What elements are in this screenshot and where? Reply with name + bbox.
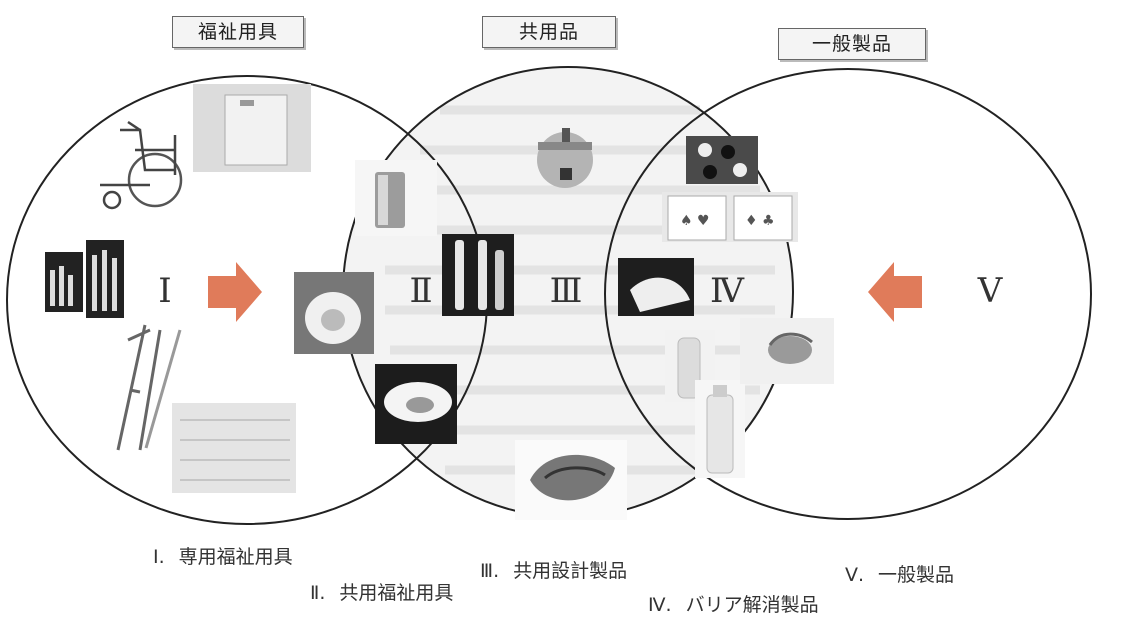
- region-label-1: Ⅰ: [158, 271, 171, 311]
- region-label-3: Ⅲ: [550, 271, 583, 311]
- legend-label-2: 共用福祉用具: [339, 582, 454, 604]
- header-shared: 共用品: [482, 16, 616, 48]
- washlet-photo: [375, 364, 457, 444]
- legend-num-5: Ⅴ.: [845, 564, 865, 586]
- legend-item-3: Ⅲ. 共用設計製品: [480, 556, 627, 583]
- toothbrush-photo: [442, 234, 514, 316]
- legend-item-5: Ⅴ. 一般製品: [845, 560, 954, 587]
- mat-photo: [172, 403, 296, 493]
- rice-cooker-photo: [537, 128, 593, 188]
- sponge-photo: [515, 440, 627, 520]
- legend-label-3: 共用設計製品: [513, 560, 628, 582]
- wheelchair-photo: [100, 120, 183, 210]
- crutches-photo: [116, 324, 182, 451]
- playing-cards-photo: ♠ ♥ ♦ ♣: [662, 192, 798, 242]
- othello-photo: [686, 136, 758, 184]
- region-label-4: Ⅳ: [710, 271, 745, 311]
- legend-num-3: Ⅲ.: [480, 560, 500, 582]
- legend-num-2: Ⅱ.: [310, 582, 326, 604]
- svg-text:♦ ♣: ♦ ♣: [745, 213, 775, 229]
- legend-item-2: Ⅱ. 共用福祉用具: [310, 578, 453, 605]
- lighter-photo: [355, 160, 437, 236]
- hand-photo: [740, 318, 834, 384]
- legend-num-4: Ⅳ.: [648, 594, 672, 616]
- arrow-left-icon: [868, 262, 922, 322]
- region-label-2: Ⅱ: [409, 271, 432, 311]
- header-welfare: 福祉用具: [172, 16, 304, 48]
- legend-item-4: Ⅳ. バリア解消製品: [648, 590, 819, 617]
- legend-label-5: 一般製品: [878, 564, 955, 586]
- legend-label-4: バリア解消製品: [685, 594, 819, 616]
- legend-num-1: Ⅰ.: [153, 546, 165, 568]
- header-general: 一般製品: [778, 28, 926, 60]
- region-label-5: Ⅴ: [977, 271, 1004, 311]
- shampoo-photo: [695, 380, 745, 478]
- cutting-board-photo: [193, 84, 311, 172]
- general-circle: [604, 68, 1092, 520]
- milk-carton-photo: [618, 258, 694, 316]
- legend-label-1: 専用福祉用具: [178, 546, 293, 568]
- arrow-right-icon: [208, 262, 262, 322]
- large-number-phone-photo: [45, 240, 124, 318]
- legend-item-1: Ⅰ. 専用福祉用具: [153, 542, 293, 569]
- toilet-seat-photo: [294, 272, 374, 354]
- svg-text:♠ ♥: ♠ ♥: [680, 213, 710, 229]
